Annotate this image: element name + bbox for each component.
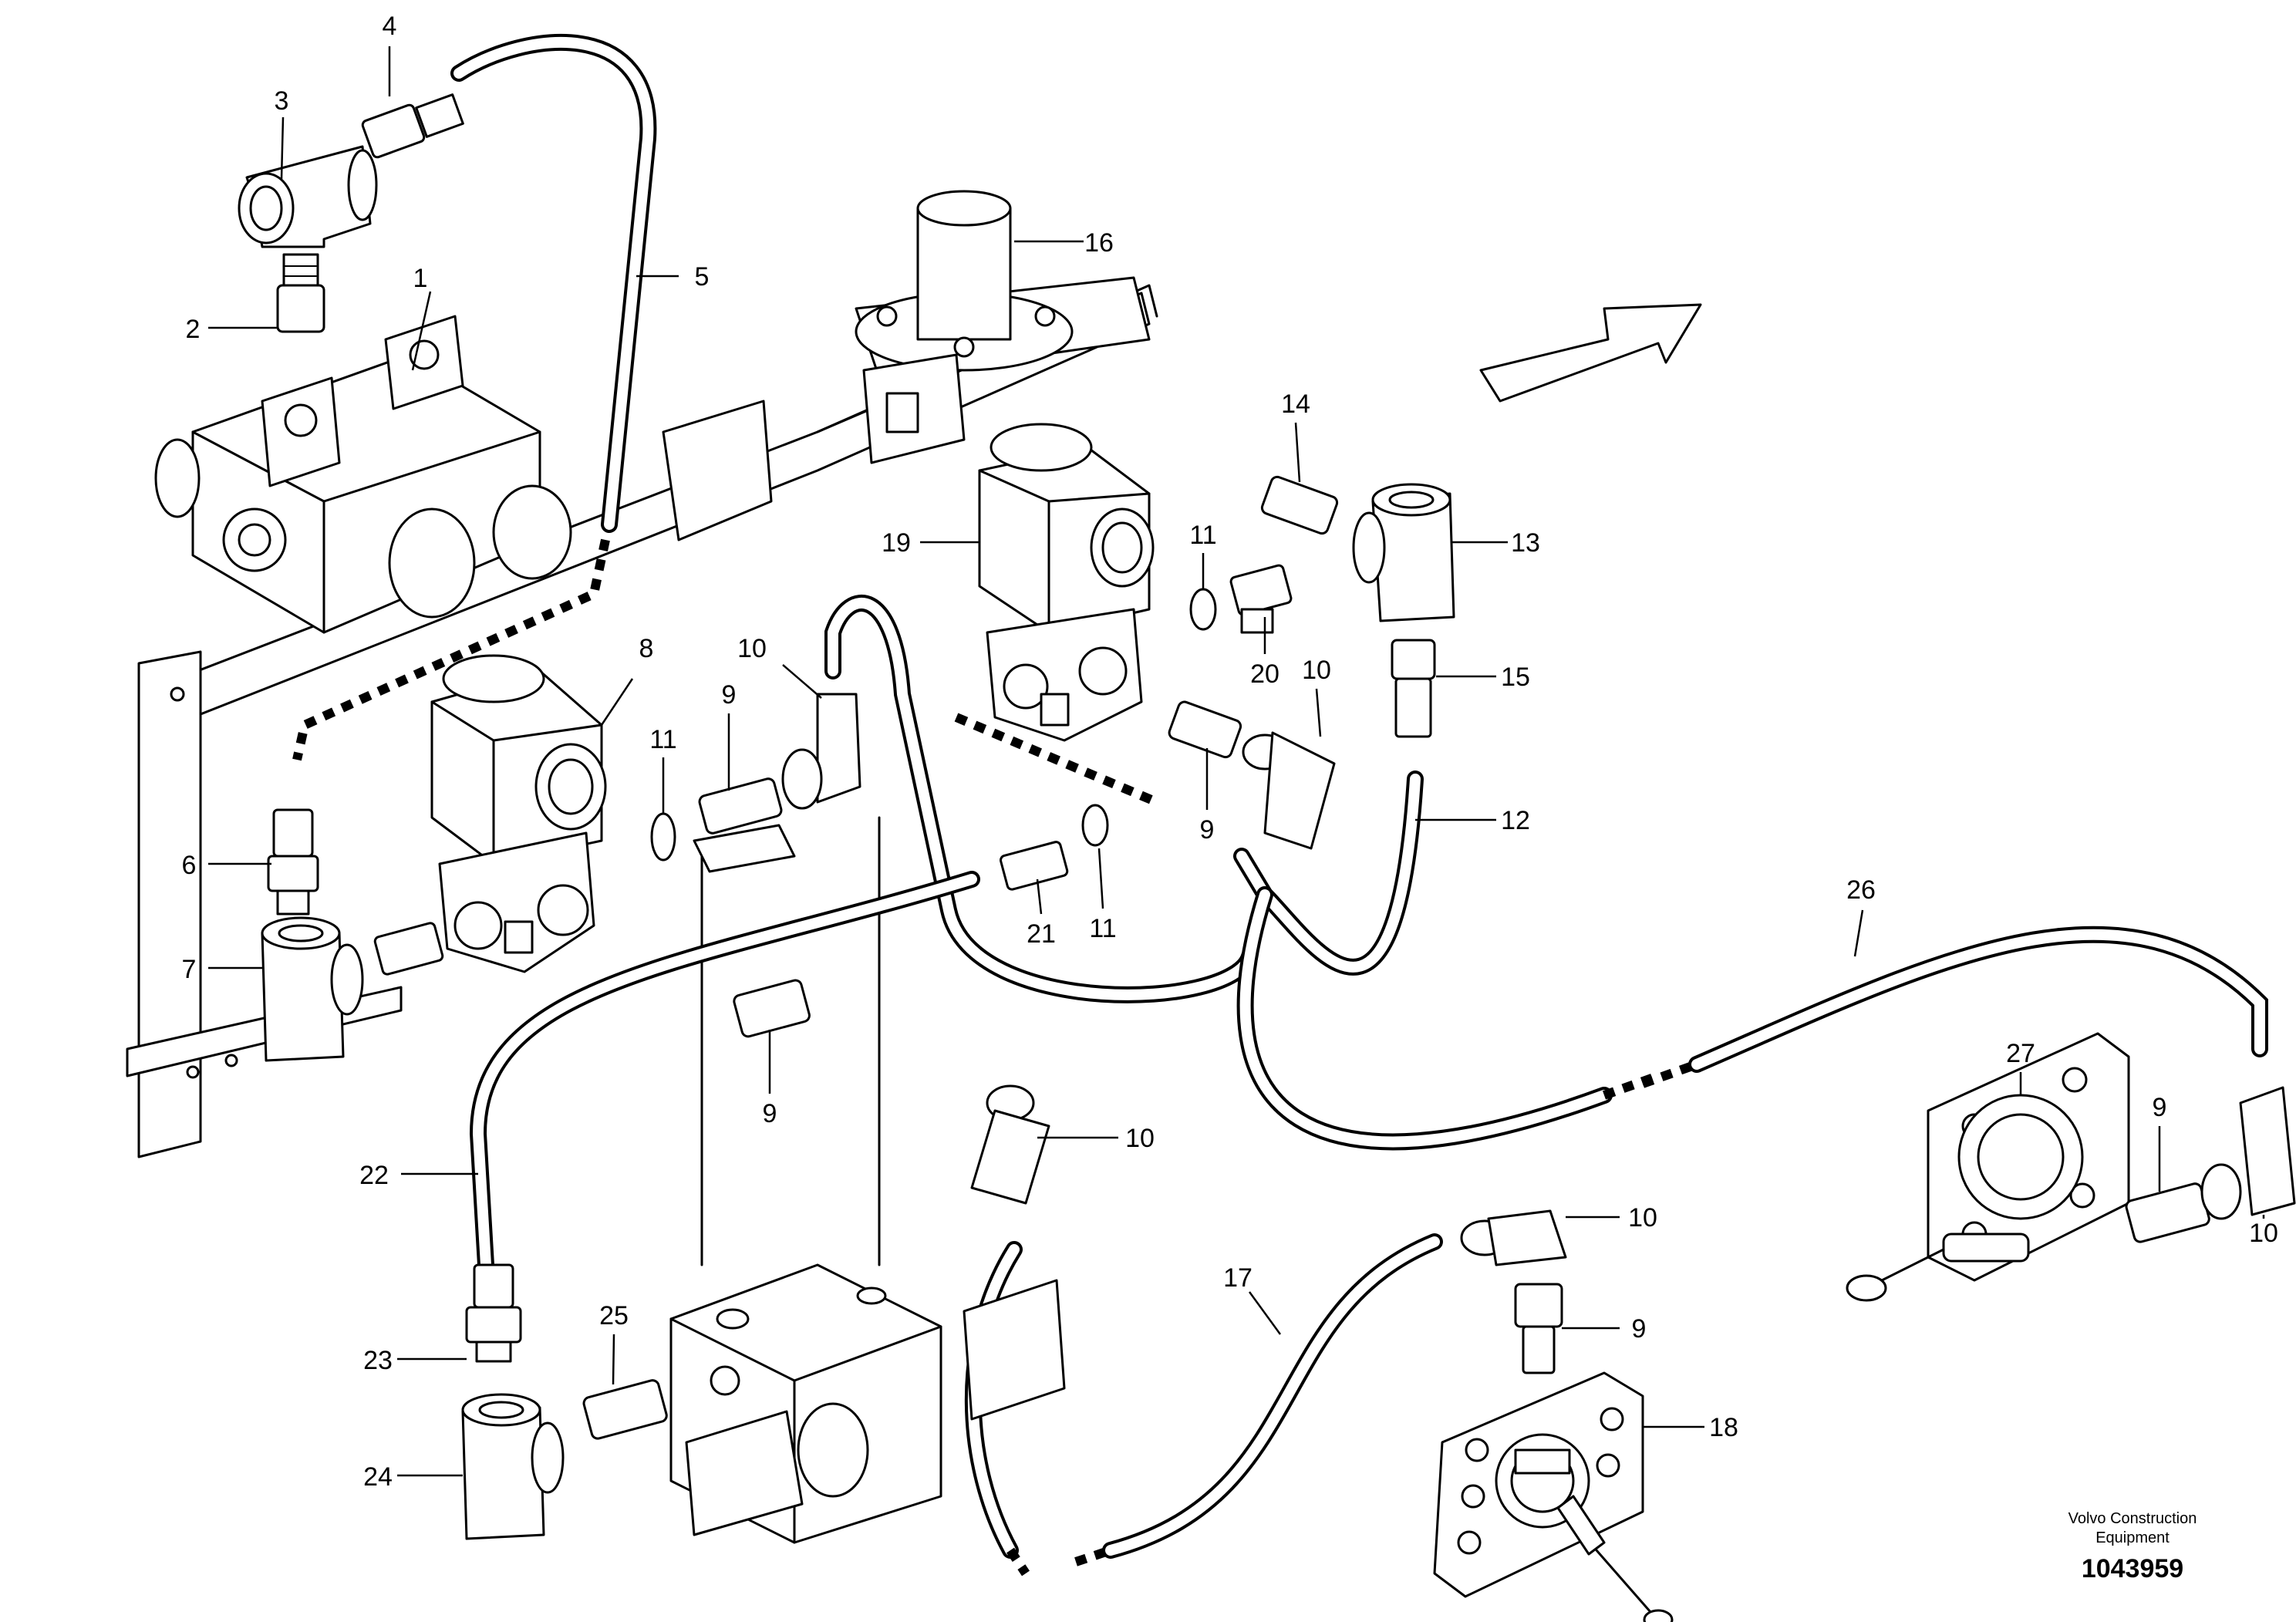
callout-10c: 10 [1125,1124,1155,1153]
solenoid-valve-8 [430,654,607,973]
callout-19: 19 [882,528,911,558]
callout-10b: 10 [1302,656,1331,685]
elbow-10a [781,693,861,810]
callouts: 1 2 3 4 5 6 7 8 9 10 11 11 21 9 10 20 11… [182,12,2278,1492]
fitting-6 [267,808,319,916]
callout-1: 1 [413,264,428,293]
fitting-15 [1391,639,1436,738]
elbow-10d [1460,1209,1567,1266]
tee-fitting-24 [461,1393,565,1540]
callout-23: 23 [363,1346,393,1375]
o-ring-11c [1189,588,1217,631]
callout-9a: 9 [722,680,737,710]
fitting-21 [1000,841,1069,891]
fitting-2 [276,253,325,333]
elbow-10c [970,1084,1050,1205]
callout-10d: 10 [1628,1203,1657,1233]
callout-18: 18 [1709,1413,1738,1442]
direction-arrow-icon [1479,303,1702,403]
callout-7: 7 [182,955,197,984]
o-ring-11b [1081,804,1109,847]
drawing-number: 1043959 [2082,1554,2183,1583]
credit-block: Volvo Construction Equipment 1043959 [2068,1510,2197,1583]
callout-12: 12 [1501,806,1530,835]
credit-line-2: Equipment [2095,1529,2170,1546]
fitting-9d [1514,1283,1563,1374]
hose-5 [292,33,657,761]
plate-under-9a [693,824,796,873]
hose-12 [1233,771,1424,976]
tee-fitting-3 [238,145,378,248]
hose-17 [1074,1233,1443,1566]
callout-4: 4 [383,12,397,41]
callout-17: 17 [1223,1263,1253,1293]
fitting-9b [1168,700,1242,759]
callout-10e: 10 [2249,1219,2278,1248]
callout-22: 22 [359,1161,389,1190]
solenoid-valve-19 [978,423,1155,742]
callout-9e: 9 [2153,1093,2167,1122]
sensor-27 [1846,1032,2130,1302]
sensor-18 [1433,1371,1674,1622]
callout-25: 25 [599,1301,629,1330]
callout-5: 5 [695,262,710,292]
callout-2: 2 [186,315,201,344]
valve-block-1 [154,315,572,634]
hose-left-loop [824,595,1258,1003]
fitting-25 [582,1379,668,1440]
fitting-9a [698,777,783,835]
callout-26: 26 [1846,875,1876,905]
plug-20 [1229,564,1293,634]
fitting-9c [733,979,811,1038]
fitting-14 [1260,475,1339,535]
callout-11c: 11 [1189,521,1216,550]
elbow-10b [1242,731,1336,850]
callout-13: 13 [1511,528,1540,558]
callout-3: 3 [275,86,289,116]
callout-14: 14 [1281,389,1310,419]
hose-22 [469,871,980,1273]
callout-9c: 9 [763,1099,777,1128]
callout-15: 15 [1501,663,1530,692]
callout-10a: 10 [737,634,767,663]
callout-27: 27 [2006,1039,2035,1068]
callout-16: 16 [1084,228,1114,258]
callout-20: 20 [1250,659,1279,689]
callout-6: 6 [182,851,197,880]
fitting-9e [2125,1182,2210,1243]
credit-line-1: Volvo Construction [2068,1510,2197,1527]
leader-lines [208,46,2265,1477]
hose-26 [1640,926,2268,1088]
callout-9d: 9 [1632,1314,1647,1344]
tee-fitting-13 [1352,483,1455,622]
callout-9b: 9 [1200,815,1215,845]
pressure-switch-16 [855,190,1151,464]
callout-24: 24 [363,1462,393,1492]
connector-4 [361,93,464,159]
callout-21: 21 [1027,919,1056,949]
elbow-10e [2200,1086,2296,1220]
dashed-link-center [954,713,1159,807]
callout-11a: 11 [649,725,676,754]
lower-valve-block [669,1263,1066,1544]
o-ring-11a [650,812,676,862]
callout-11b: 11 [1089,914,1116,943]
callout-8: 8 [639,634,654,663]
tee-fitting-7 [261,916,444,1062]
fitting-23 [465,1263,522,1363]
